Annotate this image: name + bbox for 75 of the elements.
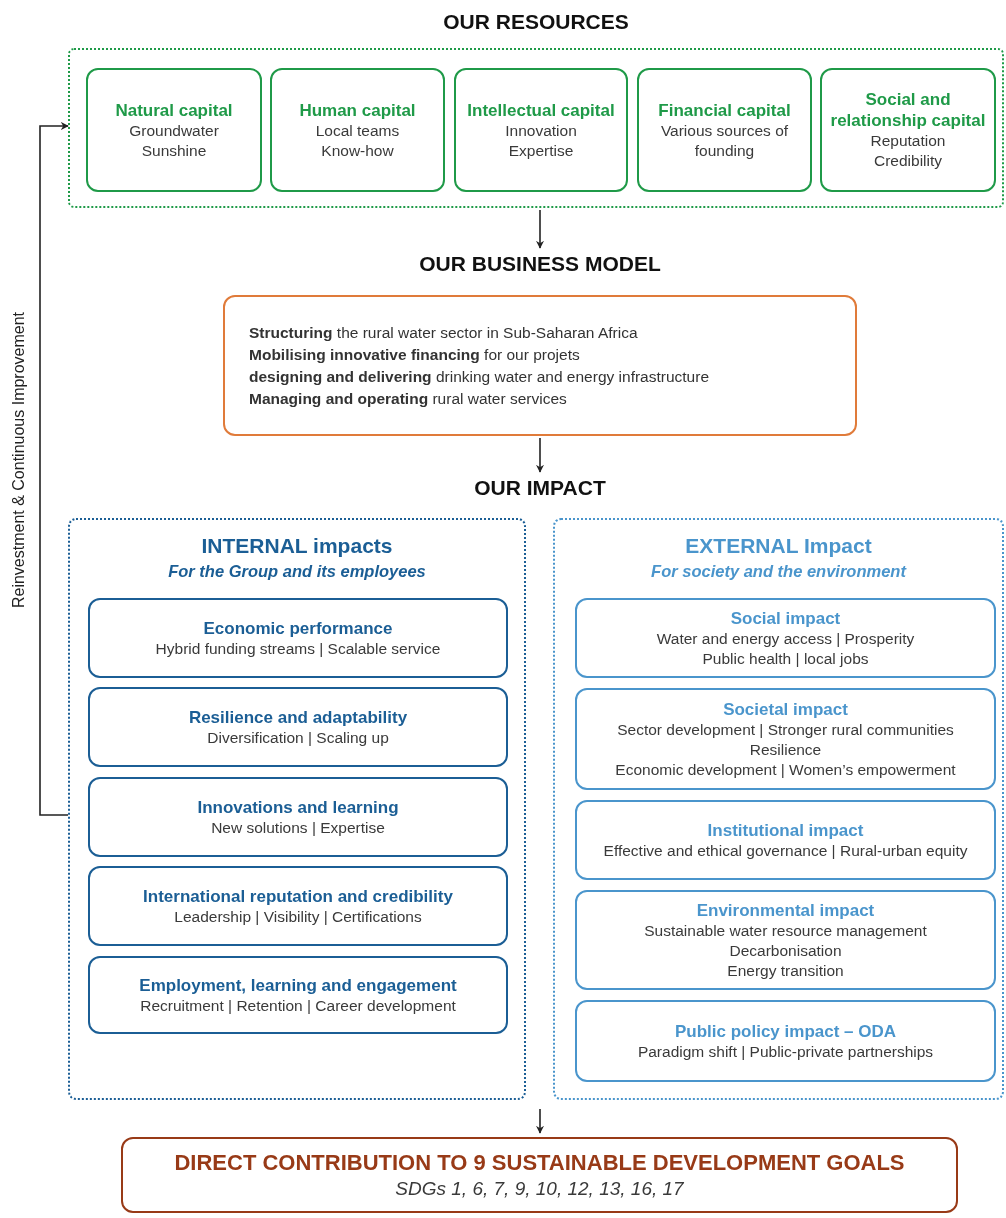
goal-subtitle: SDGs 1, 6, 7, 9, 10, 12, 13, 16, 17 bbox=[395, 1177, 684, 1201]
card-text: Expertise bbox=[508, 140, 574, 161]
group-heading: INTERNAL impacts bbox=[200, 534, 394, 558]
card-title: International reputation and credibility bbox=[143, 885, 453, 907]
arrow bbox=[536, 437, 544, 473]
card-text: Resilience bbox=[749, 739, 822, 760]
card-text: Know-how bbox=[321, 140, 394, 161]
card-text: Energy transition bbox=[727, 960, 844, 981]
card-text: Sunshine bbox=[141, 140, 207, 161]
card-text: Water and energy access | Prosperity bbox=[656, 628, 915, 649]
section-heading: OUR RESOURCES bbox=[442, 10, 630, 34]
card-text: Leadership | Visibility | Certifications bbox=[174, 906, 422, 927]
impact-card bbox=[88, 687, 508, 767]
card-text: New solutions | Expertise bbox=[211, 817, 385, 838]
card-title: Public policy impact – ODA bbox=[674, 1020, 897, 1042]
capital-card bbox=[86, 68, 262, 192]
card-text: Sector development | Stronger rural communities bbox=[617, 719, 954, 740]
impact-group bbox=[553, 518, 1004, 1100]
card-text: Groundwater bbox=[129, 120, 219, 141]
capital-card bbox=[820, 68, 996, 192]
card-text: Decarbonisation bbox=[729, 940, 842, 961]
impact-card bbox=[88, 956, 508, 1034]
card-title: Resilience and adaptability bbox=[188, 706, 408, 728]
card-text: Hybrid funding streams | Scalable service bbox=[155, 638, 441, 659]
impact-card bbox=[88, 598, 508, 678]
group-subtitle: For the Group and its employees bbox=[167, 562, 427, 581]
card-title: Social and relationship capital bbox=[829, 89, 987, 131]
capital-card bbox=[637, 68, 812, 192]
card-title: Natural capital bbox=[115, 99, 233, 121]
impact-card bbox=[575, 1000, 996, 1082]
card-text: Reputation bbox=[870, 131, 946, 151]
goal-box bbox=[121, 1137, 958, 1213]
card-title: Economic performance bbox=[203, 617, 393, 639]
card-title: Environmental impact bbox=[696, 899, 875, 921]
card-title: DIRECT CONTRIBUTION TO 9 SUSTAINABLE DEVELOPMENT GOALS bbox=[174, 1149, 905, 1177]
feedback-arrow bbox=[39, 122, 69, 816]
group-subtitle: For society and the environment bbox=[650, 562, 908, 581]
card-title: Financial capital bbox=[658, 99, 791, 121]
card-title: Innovations and learning bbox=[197, 796, 399, 818]
impact-group bbox=[68, 518, 526, 1100]
card-text: Local teams bbox=[315, 120, 400, 141]
card-text: Various sources of founding bbox=[659, 120, 790, 161]
card-text: Innovation bbox=[505, 120, 577, 141]
card-title: Societal impact bbox=[723, 698, 848, 720]
card-text: Economic development | Women’s empowerment bbox=[615, 759, 956, 780]
impact-card bbox=[88, 866, 508, 946]
activity-text: Mobilising innovative financing for our projets bbox=[249, 344, 581, 365]
activity-text: Structuring the rural water sector in Sub-Saharan Africa bbox=[249, 322, 639, 343]
card-title: Social impact bbox=[730, 607, 841, 629]
card-text: Public health | local jobs bbox=[702, 648, 869, 669]
impact-card bbox=[575, 800, 996, 880]
arrow bbox=[536, 1108, 544, 1134]
card-text: Credibility bbox=[873, 151, 943, 171]
card-text: Sustainable water resource management bbox=[644, 920, 927, 941]
card-title: Institutional impact bbox=[707, 819, 864, 841]
group-heading: EXTERNAL Impact bbox=[684, 534, 873, 558]
impact-card bbox=[575, 688, 996, 790]
capital-card bbox=[270, 68, 445, 192]
impact-card bbox=[575, 598, 996, 678]
impact-card bbox=[575, 890, 996, 990]
card-text: Effective and ethical governance | Rural-urban equity bbox=[603, 840, 968, 861]
impact-card bbox=[88, 777, 508, 857]
arrow bbox=[536, 209, 544, 249]
card-title: Human capital bbox=[299, 99, 416, 121]
section-heading: OUR BUSINESS MODEL bbox=[418, 252, 662, 276]
edge-label: Reinvestment & Continuous Improvement bbox=[10, 311, 29, 609]
card-text: Recruitment | Retention | Career development bbox=[140, 995, 456, 1016]
card-text: Diversification | Scaling up bbox=[207, 727, 389, 748]
activity-text: Managing and operating rural water services bbox=[249, 388, 568, 409]
activity-text: designing and delivering drinking water and energy infrastructure bbox=[249, 366, 710, 387]
section-heading: OUR IMPACT bbox=[473, 476, 607, 500]
card-title: Intellectual capital bbox=[467, 99, 615, 121]
capital-card bbox=[454, 68, 628, 192]
card-text: Paradigm shift | Public-private partnerships bbox=[637, 1041, 934, 1062]
card-title: Employment, learning and engagement bbox=[139, 974, 457, 996]
